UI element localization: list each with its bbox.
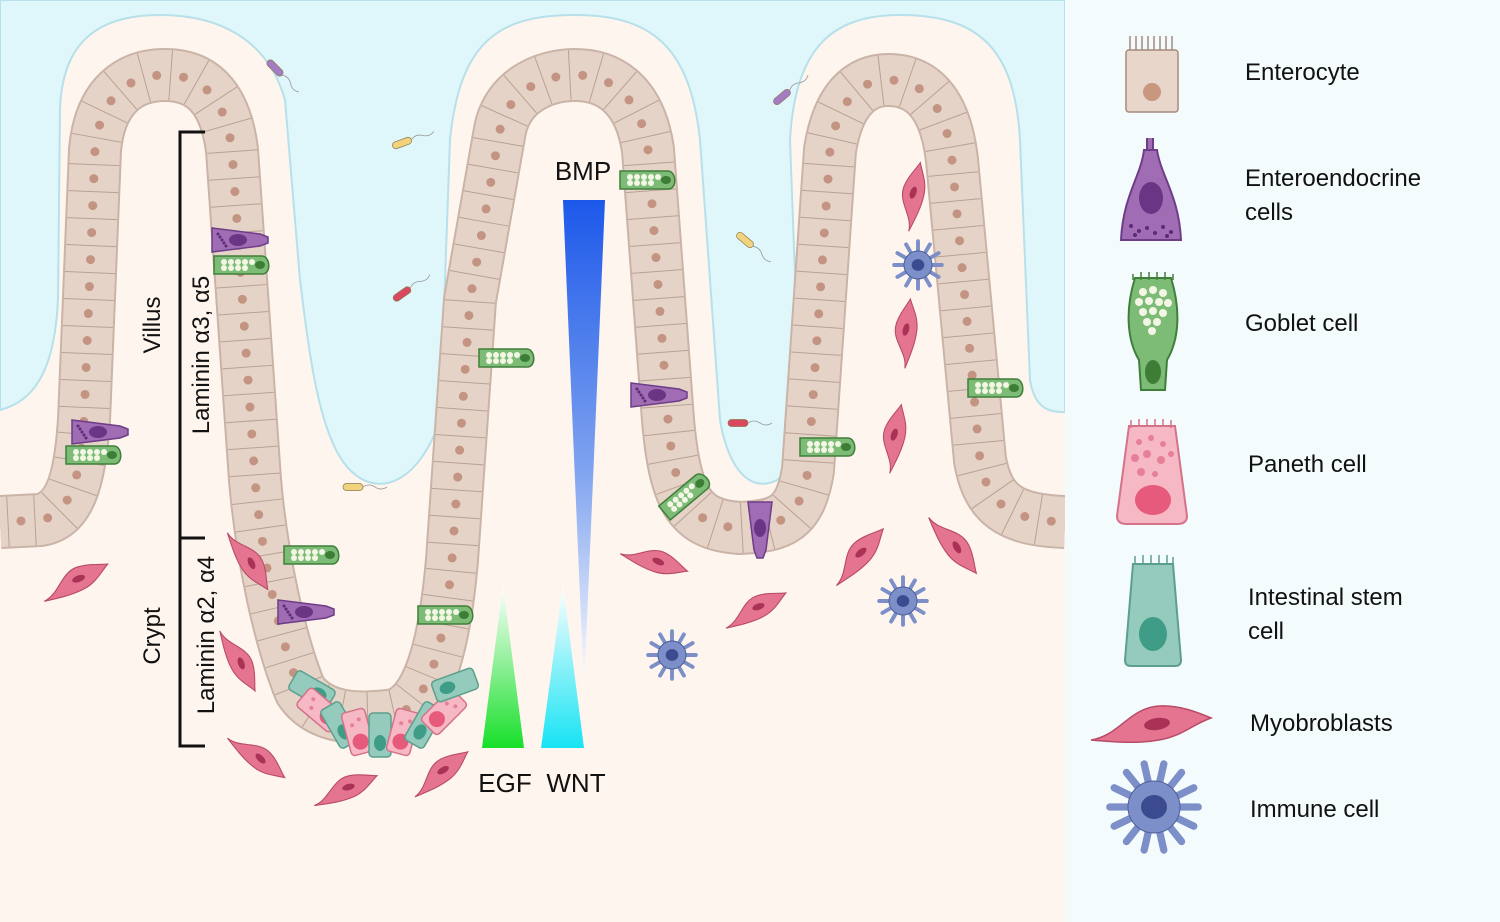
paneth-cell — [340, 707, 376, 757]
stem-cell — [430, 667, 480, 703]
goblet-cell — [657, 473, 711, 521]
laminin-crypt-label: Laminin α2, α4 — [193, 556, 220, 715]
goblet-cell — [619, 170, 676, 190]
immune-cell-label: Immune cell — [1250, 796, 1380, 823]
myofibroblast — [882, 403, 907, 474]
goblet-cell — [283, 545, 340, 565]
immune-cell — [892, 239, 944, 291]
stem-cell — [368, 712, 392, 758]
enteroendocrine-label: Enteroendocrine cells — [1245, 165, 1422, 226]
bacterium — [392, 131, 435, 150]
myofibroblast — [619, 549, 689, 575]
myofibroblast-icon — [1090, 705, 1213, 744]
goblet-cell — [478, 348, 535, 368]
enterocyte-icon — [1125, 36, 1179, 113]
enteroendocrine-icon — [1119, 138, 1183, 241]
wnt-gradient — [541, 585, 584, 748]
immune-cell — [877, 575, 929, 627]
myofibroblast — [314, 774, 379, 807]
goblet-cell — [799, 437, 856, 457]
paneth-icon — [1115, 419, 1189, 525]
myofibroblast — [414, 750, 469, 798]
epithelium-fill — [0, 50, 1065, 743]
enteroendocrine-cell — [71, 419, 129, 445]
mucus-layer — [0, 0, 1065, 485]
bmp-gradient — [563, 200, 605, 690]
laminin-villus-label: Laminin α3, α5 — [188, 276, 215, 435]
stem-cell-label: Intestinal stem cell — [1248, 584, 1403, 645]
myofibroblast — [227, 737, 286, 779]
goblet-cell — [417, 605, 474, 625]
immune-cell-icon — [1106, 760, 1202, 854]
crypt-base-cells — [288, 667, 480, 758]
paneth-cell — [420, 688, 468, 736]
bacterium — [736, 231, 772, 263]
bacterium — [773, 75, 809, 106]
myofibroblast — [226, 532, 269, 591]
enteroendocrine-cell — [630, 382, 688, 408]
goblet-cell — [213, 255, 270, 275]
enteroendocrine-cell — [211, 227, 269, 253]
enteroendocrine-cell — [747, 501, 773, 559]
myofibroblast — [725, 592, 788, 629]
myofibroblast — [44, 563, 109, 602]
myofibroblast — [219, 630, 256, 693]
goblet-cell — [967, 378, 1024, 398]
wnt-label: WNT — [546, 768, 605, 798]
myofibroblast — [901, 161, 926, 232]
paneth-label: Paneth cell — [1248, 451, 1367, 478]
bacterium — [266, 59, 300, 93]
goblet-label: Goblet cell — [1245, 310, 1359, 337]
egf-gradient — [482, 585, 524, 748]
bacterium — [342, 483, 388, 491]
bacterium — [727, 419, 773, 427]
legend: Enterocyte Enteroendocrine cells Goblet … — [1065, 0, 1500, 922]
myofibroblast — [928, 517, 978, 575]
bmp-label: BMP — [555, 156, 611, 186]
goblet-cell — [65, 445, 122, 465]
myofibroblast — [836, 527, 885, 586]
enterocyte-label: Enterocyte — [1245, 59, 1360, 86]
immune-cell — [646, 629, 698, 681]
enteroendocrine-cell — [277, 599, 335, 625]
stem-cell-icon — [1123, 555, 1183, 667]
egf-label: EGF — [478, 768, 531, 798]
intestinal-epithelium-diagram: BMP EGF WNT Villus Crypt Laminin α3, α5 … — [0, 0, 1065, 922]
tissue-area — [0, 0, 1065, 922]
myofibroblast — [894, 297, 918, 369]
crypt-label: Crypt — [139, 607, 166, 665]
villus-label: Villus — [139, 297, 166, 354]
myofibroblast-label: Myobroblasts — [1250, 710, 1393, 737]
crypt-bracket — [178, 536, 205, 748]
bacterium — [392, 274, 431, 302]
goblet-icon — [1127, 272, 1179, 391]
epithelium — [0, 48, 1065, 745]
